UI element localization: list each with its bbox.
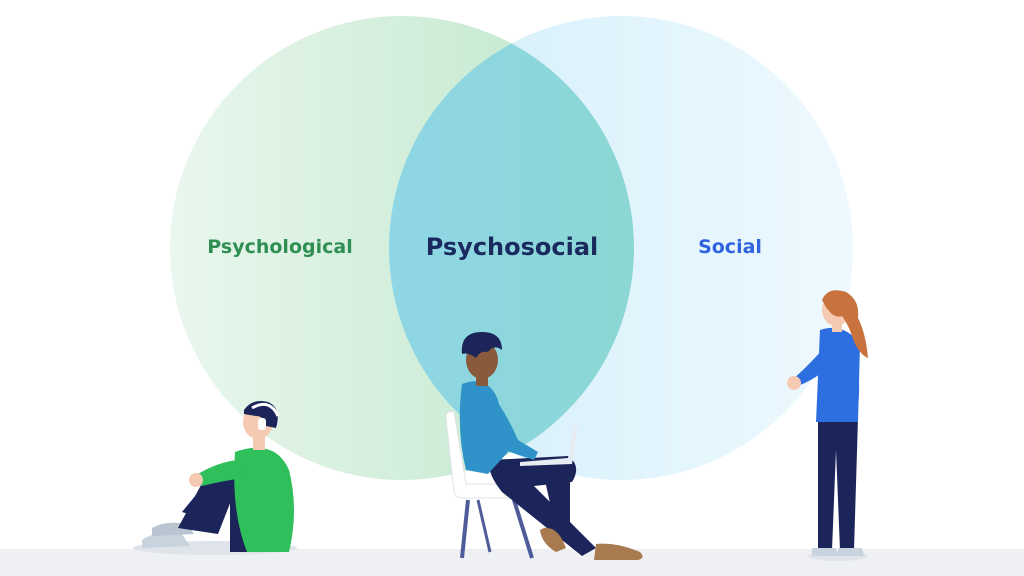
psychological-label: Psychological bbox=[207, 236, 353, 258]
psychosocial-overlap bbox=[389, 16, 634, 480]
green-shirt bbox=[234, 447, 294, 552]
hair bbox=[461, 332, 502, 358]
laptop-icon bbox=[520, 426, 578, 466]
ground-strip bbox=[0, 549, 1024, 576]
person-sitting-on-floor bbox=[133, 401, 297, 555]
shoe-icon bbox=[594, 543, 643, 560]
shoe-icon bbox=[142, 532, 190, 548]
social-label: Social bbox=[698, 236, 762, 258]
psychosocial-label: Psychosocial bbox=[425, 233, 599, 261]
shoe-icon bbox=[812, 548, 838, 556]
person-standing bbox=[787, 290, 868, 561]
headphones-icon bbox=[251, 402, 280, 417]
hair bbox=[822, 290, 868, 358]
person-on-chair-with-laptop bbox=[445, 332, 643, 560]
